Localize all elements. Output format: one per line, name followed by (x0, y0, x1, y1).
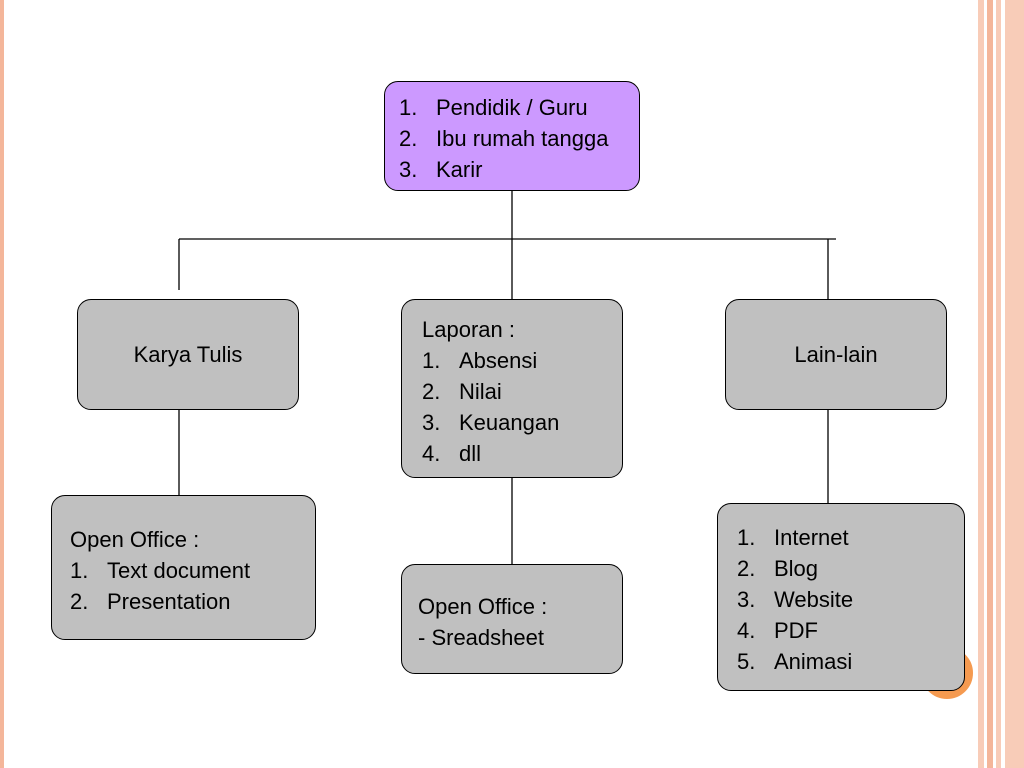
list-item: 5.Animasi (737, 649, 853, 674)
internet-list: 1.Internet 2.Blog 3.Website 4.PDF 5.Anim… (737, 522, 964, 677)
lain-lain-node: Lain-lain (725, 299, 947, 410)
slide-frame-right (978, 0, 1024, 768)
list-item: 3.Website (737, 587, 854, 612)
list-item: 3.Karir (399, 157, 483, 182)
list-item: 2.Blog (737, 556, 819, 581)
slide-frame-left (0, 0, 4, 768)
list-item: 1.Pendidik / Guru (399, 95, 588, 120)
list-item: 2.Ibu rumah tangga (399, 126, 609, 151)
list-item: 2.Nilai (422, 379, 502, 404)
list-item: 2.Presentation (70, 589, 231, 614)
root-list: 1.Pendidik / Guru 2.Ibu rumah tangga 3.K… (399, 92, 639, 185)
laporan-title: Laporan : (422, 317, 515, 342)
open-office-doc-title: Open Office : (70, 527, 200, 552)
list-item: 1.Text document (70, 558, 251, 583)
internet-node: 1.Internet 2.Blog 3.Website 4.PDF 5.Anim… (717, 503, 965, 691)
open-office-sheet-line: - Sreadsheet (418, 625, 544, 650)
list-item: 1.Absensi (422, 348, 538, 373)
open-office-document-node: Open Office : 1.Text document 2.Presenta… (51, 495, 316, 640)
karya-tulis-title: Karya Tulis (133, 342, 243, 367)
open-office-spreadsheet-node: Open Office : - Sreadsheet (401, 564, 623, 674)
list-item: 1.Internet (737, 525, 849, 550)
open-office-doc-list: 1.Text document 2.Presentation (70, 555, 315, 617)
lain-lain-title: Lain-lain (794, 342, 878, 367)
laporan-node: Laporan : 1.Absensi 2.Nilai 3.Keuangan 4… (401, 299, 623, 478)
root-node: 1.Pendidik / Guru 2.Ibu rumah tangga 3.K… (384, 81, 640, 191)
list-item: 4.dll (422, 441, 482, 466)
laporan-list: 1.Absensi 2.Nilai 3.Keuangan 4.dll (422, 345, 622, 469)
open-office-sheet-title: Open Office : (418, 594, 548, 619)
list-item: 4.PDF (737, 618, 818, 643)
karya-tulis-node: Karya Tulis (77, 299, 299, 410)
list-item: 3.Keuangan (422, 410, 560, 435)
